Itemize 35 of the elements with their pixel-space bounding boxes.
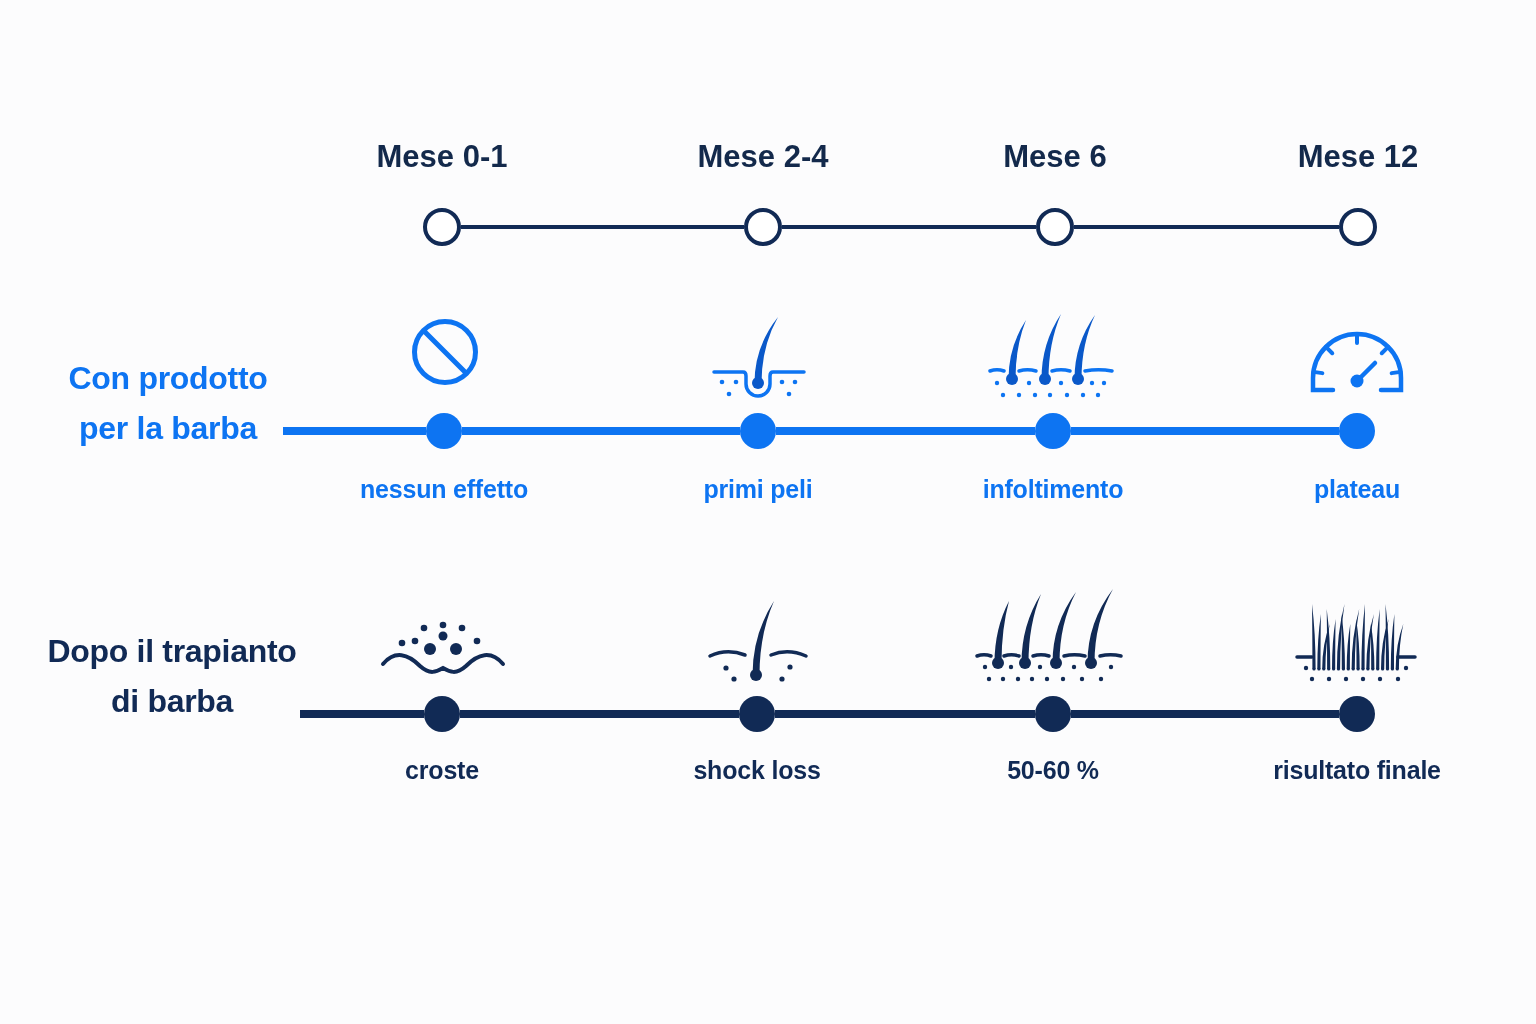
timeline-line: [782, 225, 1036, 229]
month-label: Mese 2-4: [697, 138, 829, 176]
timeline-dot: [1035, 413, 1071, 449]
timeline-line: [460, 710, 739, 718]
month-label: Mese 6: [1003, 138, 1107, 176]
timeline-dot: [740, 413, 776, 449]
stage-caption: 50-60 %: [1007, 755, 1099, 785]
milestone-ring: [744, 208, 782, 246]
stage-caption: nessun effetto: [359, 474, 529, 504]
stage-caption: plateau: [1313, 474, 1401, 504]
timeline-line: [461, 225, 744, 229]
timeline-line: [1071, 427, 1339, 435]
timeline-line: [775, 710, 1035, 718]
stage-caption: risultato finale: [1273, 755, 1441, 785]
month-label: Mese 12: [1297, 138, 1419, 176]
stage-caption: shock loss: [693, 755, 821, 785]
timeline-line: [462, 427, 740, 435]
row-label: Con prodotto per la barba: [53, 353, 283, 453]
milestone-ring: [1339, 208, 1377, 246]
timeline-dot: [739, 696, 775, 732]
month-label: Mese 0-1: [376, 138, 508, 176]
stage-caption: infoltimento: [982, 474, 1124, 504]
timeline-dot: [426, 413, 462, 449]
stage-caption: croste: [405, 755, 479, 785]
timeline-line: [1071, 710, 1339, 718]
row-label: Dopo il trapianto di barba: [44, 626, 300, 726]
stage-caption: primi peli: [703, 474, 813, 504]
timeline-dot: [424, 696, 460, 732]
timeline-line: [776, 427, 1035, 435]
timeline-line: [1074, 225, 1339, 229]
timeline-dot: [1035, 696, 1071, 732]
milestone-ring: [1036, 208, 1074, 246]
timeline-dot: [1339, 696, 1375, 732]
milestone-ring: [423, 208, 461, 246]
timeline-dot: [1339, 413, 1375, 449]
